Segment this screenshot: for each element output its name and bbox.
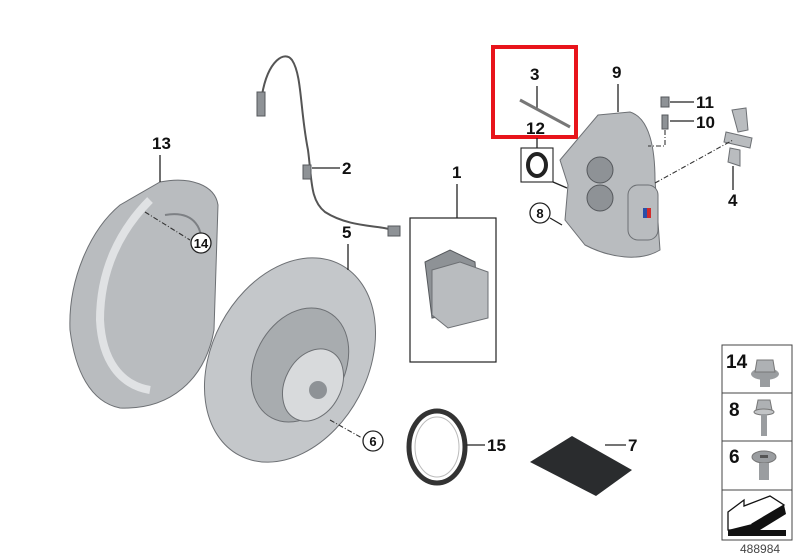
callout-15: 15 — [487, 436, 506, 455]
legend-label-8: 8 — [729, 400, 740, 421]
callout-11: 11 — [696, 93, 714, 112]
countersunk-screw-icon — [751, 450, 777, 480]
brake-caliper[interactable] — [559, 111, 661, 258]
pin[interactable] — [519, 98, 571, 129]
hex-bolt-washer-icon — [753, 399, 775, 436]
callout-7: 7 — [628, 436, 637, 455]
image-code: 488984 — [740, 542, 780, 556]
legend-label-14: 14 — [726, 352, 748, 373]
callout-9: 9 — [612, 63, 621, 82]
brake-pad-set[interactable] — [424, 249, 489, 329]
seal-ring[interactable] — [526, 152, 548, 178]
grease-sachet[interactable] — [530, 436, 632, 496]
direction-arrow-icon — [727, 495, 786, 536]
callout-6: 6 — [369, 434, 376, 449]
caliper-spring-clip[interactable] — [723, 107, 753, 167]
callout-2: 2 — [342, 159, 351, 178]
callout-8: 8 — [536, 206, 543, 221]
hardware-legend: 14 8 6 — [721, 344, 793, 541]
legend-label-6: 6 — [729, 447, 740, 468]
bleed-screw[interactable] — [661, 114, 669, 130]
callout-1: 1 — [452, 163, 461, 182]
callout-14: 14 — [194, 236, 209, 251]
callout-13: 13 — [152, 134, 171, 153]
brake-dust-shield[interactable] — [69, 179, 219, 409]
callout-5: 5 — [342, 223, 351, 242]
callout-10: 10 — [696, 113, 715, 132]
callout-4: 4 — [728, 191, 738, 210]
brake-disc[interactable] — [170, 228, 409, 492]
callout-12: 12 — [526, 119, 545, 138]
bleed-cap[interactable] — [660, 96, 670, 108]
flange-hex-bolt-icon — [751, 359, 779, 387]
anti-squeal-shim[interactable] — [406, 408, 468, 486]
callout-3: 3 — [530, 65, 539, 84]
highlight-box — [491, 45, 578, 139]
brake-wear-sensor[interactable] — [256, 55, 401, 237]
